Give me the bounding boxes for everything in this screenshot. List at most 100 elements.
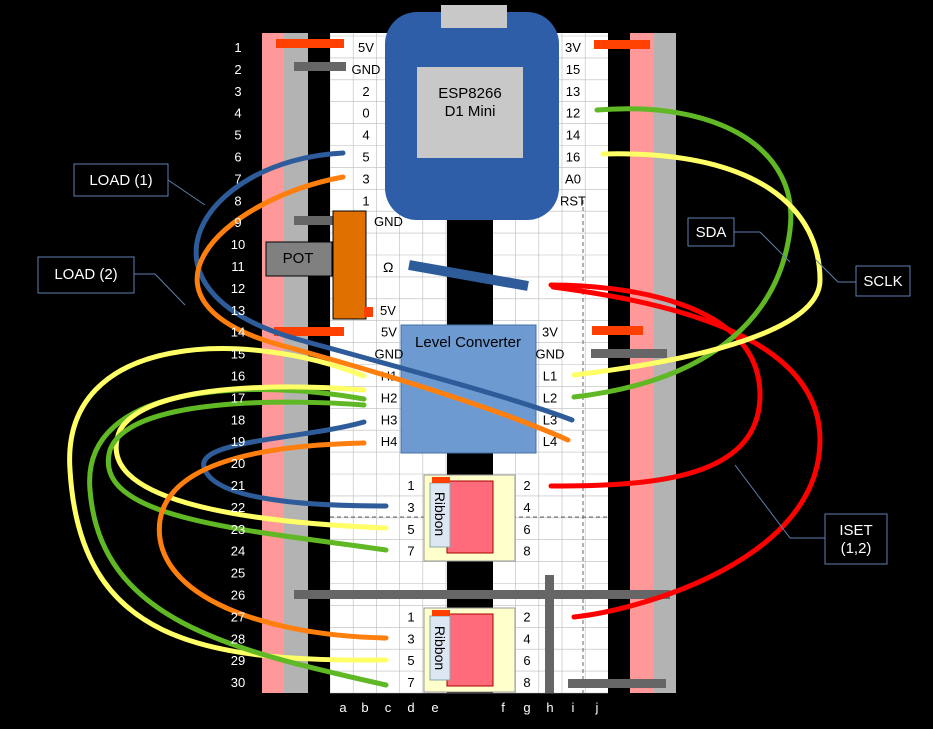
board-pin-right: 12 bbox=[566, 106, 580, 121]
column-letter: b bbox=[361, 700, 368, 715]
level-converter-pin-left: GND bbox=[375, 347, 404, 362]
left-rail-red bbox=[262, 33, 284, 693]
row-number: 3 bbox=[234, 84, 241, 99]
callout-sda: SDA bbox=[687, 217, 791, 263]
callout-sclk: SCLK bbox=[815, 259, 911, 297]
ribbon-bottom-pin1-mark bbox=[432, 610, 450, 616]
power-strap-14 bbox=[274, 327, 344, 336]
gnd-strap-9 bbox=[294, 216, 350, 225]
level-converter-pin-left: H2 bbox=[381, 390, 398, 405]
power-strap-14-right bbox=[592, 326, 643, 335]
row-number: 10 bbox=[231, 237, 245, 252]
red-wire-iset-2 bbox=[550, 284, 823, 620]
wiper-jumper bbox=[408, 260, 529, 291]
level-converter-pin-right: L1 bbox=[543, 369, 557, 384]
callout-sclk-box bbox=[855, 265, 911, 297]
row-number: 22 bbox=[231, 500, 245, 515]
column-letter: a bbox=[339, 700, 347, 715]
column-letter: g bbox=[523, 700, 530, 715]
row-number: 7 bbox=[234, 171, 241, 186]
callout-sclk-text: SCLK bbox=[863, 273, 902, 290]
board-pin-left: 3 bbox=[362, 171, 369, 186]
row-number: 20 bbox=[231, 456, 245, 471]
level-converter-pin-right: GND bbox=[536, 347, 565, 362]
ribbon-pin-left: 3 bbox=[407, 500, 414, 515]
row-number: 21 bbox=[231, 478, 245, 493]
red-wire-iset-1 bbox=[548, 282, 763, 489]
left-rail-gray bbox=[284, 33, 308, 693]
ribbon-pin-right: 2 bbox=[523, 609, 530, 624]
board-pin-left: 2 bbox=[362, 84, 369, 99]
row-number: 9 bbox=[234, 215, 241, 230]
ribbon-pin-left: 1 bbox=[407, 609, 414, 624]
ribbon-bottom-body bbox=[446, 613, 494, 687]
row-number: 17 bbox=[231, 390, 245, 405]
yellow-wire-sclk-board bbox=[571, 151, 823, 378]
gnd-wire-30 bbox=[568, 679, 666, 688]
callout-load2: LOAD (2) bbox=[37, 256, 186, 306]
ribbon-pin-left: 7 bbox=[407, 544, 414, 559]
ribbon-top-label: Ribbon bbox=[432, 492, 448, 536]
ribbon-pin-right: 8 bbox=[523, 544, 530, 559]
power-strap-1-right bbox=[594, 40, 650, 49]
column-letter: h bbox=[546, 700, 553, 715]
row-number: 16 bbox=[231, 369, 245, 384]
row-number: 28 bbox=[231, 631, 245, 646]
row-number: 18 bbox=[231, 412, 245, 427]
board-pin-right: 14 bbox=[566, 128, 580, 143]
row-number: 11 bbox=[231, 259, 245, 274]
level-converter-pin-right: L4 bbox=[543, 434, 557, 449]
right-rail-gap bbox=[608, 33, 630, 693]
ribbon-pin-right: 4 bbox=[523, 631, 530, 646]
board-pin-left: 5V bbox=[358, 40, 374, 55]
callout-iset-text-1: ISET bbox=[839, 522, 872, 539]
row-number: 29 bbox=[231, 653, 245, 668]
ribbon-pin-left: 1 bbox=[407, 478, 414, 493]
row-number: 26 bbox=[231, 588, 245, 603]
callout-load1-text: LOAD (1) bbox=[89, 172, 152, 189]
row-labels: 1234567891011121314151617181920212223242… bbox=[231, 40, 245, 690]
ribbon-top-numbers: 1 3 5 7 2 4 6 8 bbox=[407, 478, 530, 559]
row-number: 12 bbox=[231, 281, 245, 296]
callout-iset-text-2: (1,2) bbox=[841, 540, 872, 557]
callout-load2-text: LOAD (2) bbox=[54, 266, 117, 283]
ribbon-pin-left: 7 bbox=[407, 675, 414, 690]
row-number: 27 bbox=[231, 609, 245, 624]
board-title: ESP8266 bbox=[438, 85, 501, 102]
row-number: 5 bbox=[234, 128, 241, 143]
ribbon-pin-right: 4 bbox=[523, 500, 530, 515]
column-letter: i bbox=[572, 700, 575, 715]
board-pin-right: 13 bbox=[566, 84, 580, 99]
row-number: 15 bbox=[231, 347, 245, 362]
board-pin-left: GND bbox=[352, 62, 381, 77]
board-pin-left: 5 bbox=[362, 150, 369, 165]
ribbon-pin-right: 2 bbox=[523, 478, 530, 493]
level-converter-pin-right: 3V bbox=[542, 325, 558, 340]
esp8266-chip bbox=[417, 67, 523, 158]
gnd-strap-15 bbox=[591, 349, 667, 358]
row-number: 19 bbox=[231, 434, 245, 449]
blue-wire-load-1 bbox=[193, 150, 575, 423]
callout-load1-box bbox=[73, 163, 169, 197]
level-converter-pin-left: H4 bbox=[381, 434, 398, 449]
board-subtitle: D1 Mini bbox=[445, 103, 496, 120]
ribbon-pin-right: 6 bbox=[523, 522, 530, 537]
level-converter-pin-left: 5V bbox=[381, 325, 397, 340]
gnd-strap-2 bbox=[294, 62, 346, 71]
ribbon-pin-right: 8 bbox=[523, 675, 530, 690]
row-number: 1 bbox=[234, 40, 241, 55]
ribbon-pin-right: 6 bbox=[523, 653, 530, 668]
board-pin-left: 4 bbox=[362, 128, 369, 143]
board-pin-right: RST bbox=[560, 193, 586, 208]
ribbon-pin-left: 5 bbox=[407, 522, 414, 537]
board-pin-left: 0 bbox=[362, 106, 369, 121]
ribbon-top-body bbox=[446, 480, 494, 554]
usb-connector bbox=[441, 5, 507, 28]
yellow-wire-h1 bbox=[67, 346, 389, 663]
ribbon-bottom-label: Ribbon bbox=[432, 626, 448, 670]
column-letter: f bbox=[501, 700, 505, 715]
row-number: 6 bbox=[234, 150, 241, 165]
